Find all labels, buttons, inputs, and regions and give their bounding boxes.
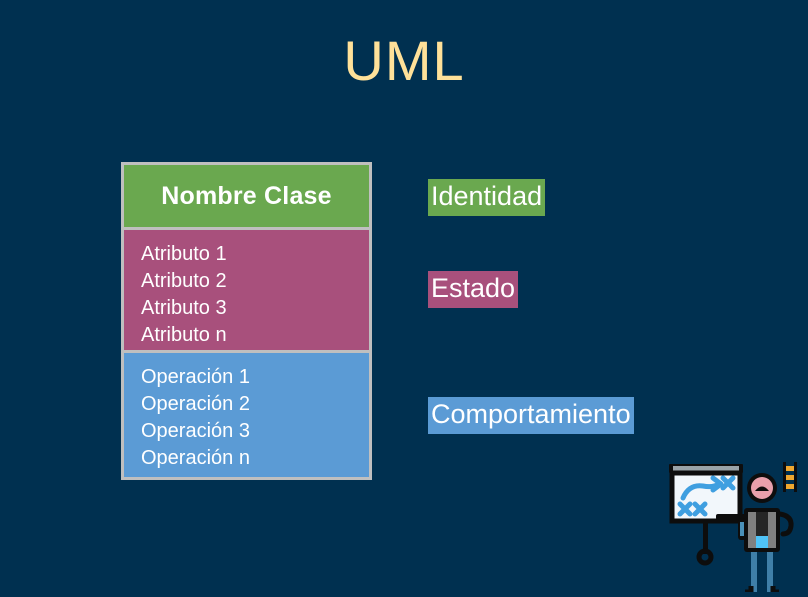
class-name-label: Nombre Clase bbox=[161, 181, 332, 210]
page-title: UML bbox=[343, 29, 465, 92]
class-attributes-section: Atributo 1 Atributo 2 Atributo 3 Atribut… bbox=[124, 230, 369, 350]
attribute-item: Atributo n bbox=[141, 324, 227, 346]
operation-item: Operación 2 bbox=[141, 393, 250, 415]
uml-class-box: Nombre Clase Atributo 1 Atributo 2 Atrib… bbox=[121, 162, 372, 480]
operation-item: Operación 1 bbox=[141, 366, 250, 388]
class-name-section: Nombre Clase bbox=[124, 165, 369, 227]
presenter-whiteboard-icon bbox=[661, 452, 797, 595]
callout-estado: Estado bbox=[428, 271, 519, 308]
operation-item: Operación 3 bbox=[141, 420, 250, 442]
callout-comportamiento: Comportamiento bbox=[428, 397, 634, 434]
attribute-item: Atributo 3 bbox=[141, 297, 227, 319]
class-operations-section: Operación 1 Operación 2 Operación 3 Oper… bbox=[124, 353, 369, 477]
callout-identidad: Identidad bbox=[428, 179, 546, 216]
section-divider-1 bbox=[124, 227, 369, 230]
attribute-item: Atributo 1 bbox=[141, 243, 227, 265]
operation-item: Operación n bbox=[141, 447, 250, 469]
section-divider-2 bbox=[124, 350, 369, 353]
attribute-item: Atributo 2 bbox=[141, 270, 227, 292]
